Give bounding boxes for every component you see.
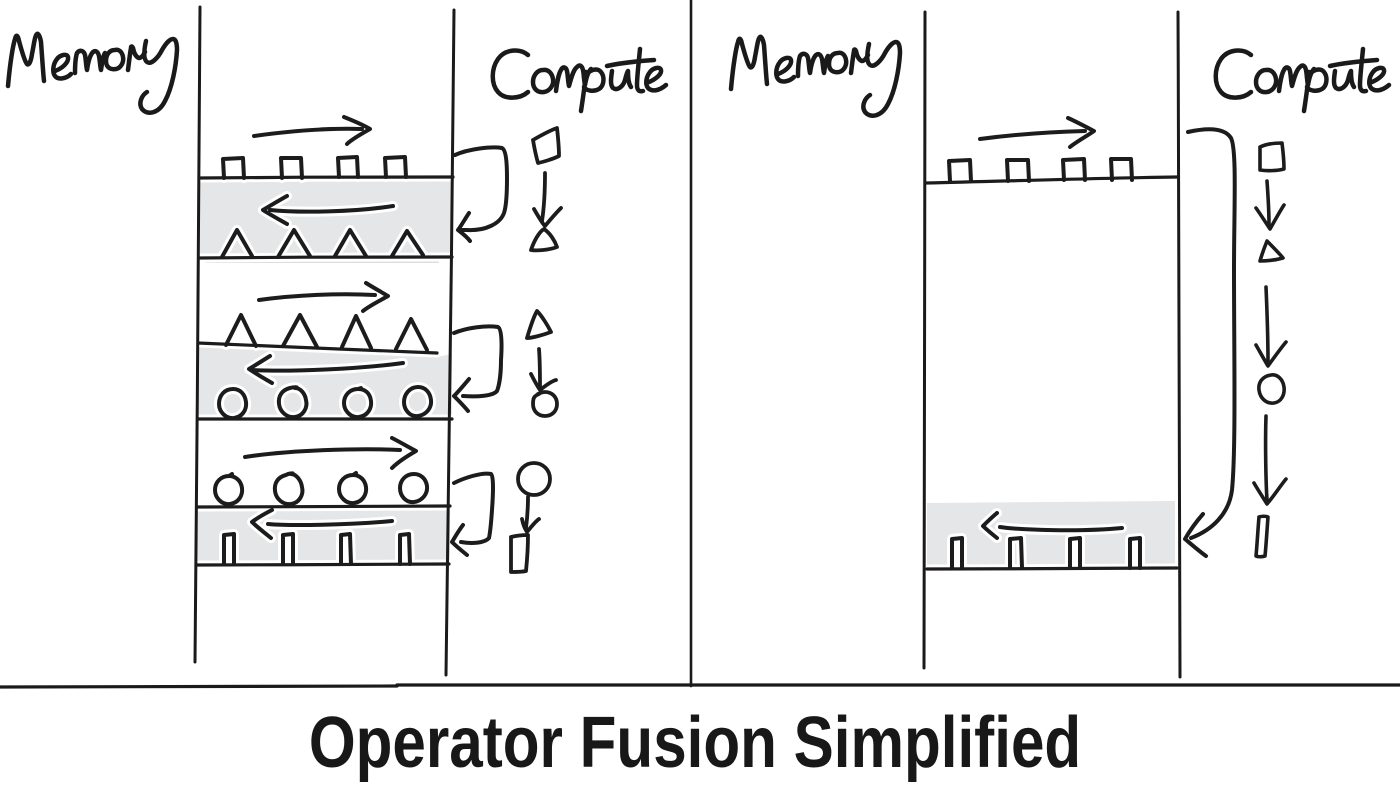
svg-text:Operator Fusion Simplified: Operator Fusion Simplified — [309, 703, 1081, 783]
